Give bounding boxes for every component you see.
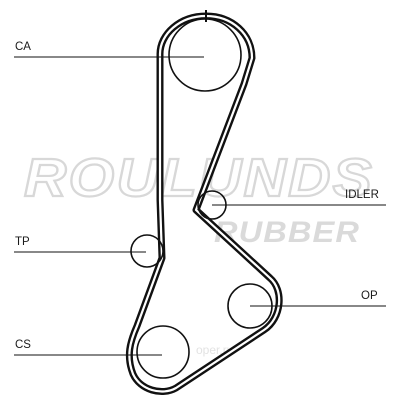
tp-pulley <box>130 234 164 268</box>
label-op: OP <box>361 290 378 302</box>
labels: CA IDLER TP OP CS <box>15 41 379 351</box>
ca-pulley <box>168 18 242 92</box>
leader-lines <box>14 56 386 356</box>
timing-belt <box>125 10 283 395</box>
label-cs: CS <box>15 339 31 351</box>
label-tp: TP <box>15 236 30 248</box>
label-idler: IDLER <box>345 189 379 201</box>
cs-pulley <box>136 325 190 379</box>
watermark-product: RUBBER <box>214 216 360 249</box>
label-ca: CA <box>15 41 31 53</box>
